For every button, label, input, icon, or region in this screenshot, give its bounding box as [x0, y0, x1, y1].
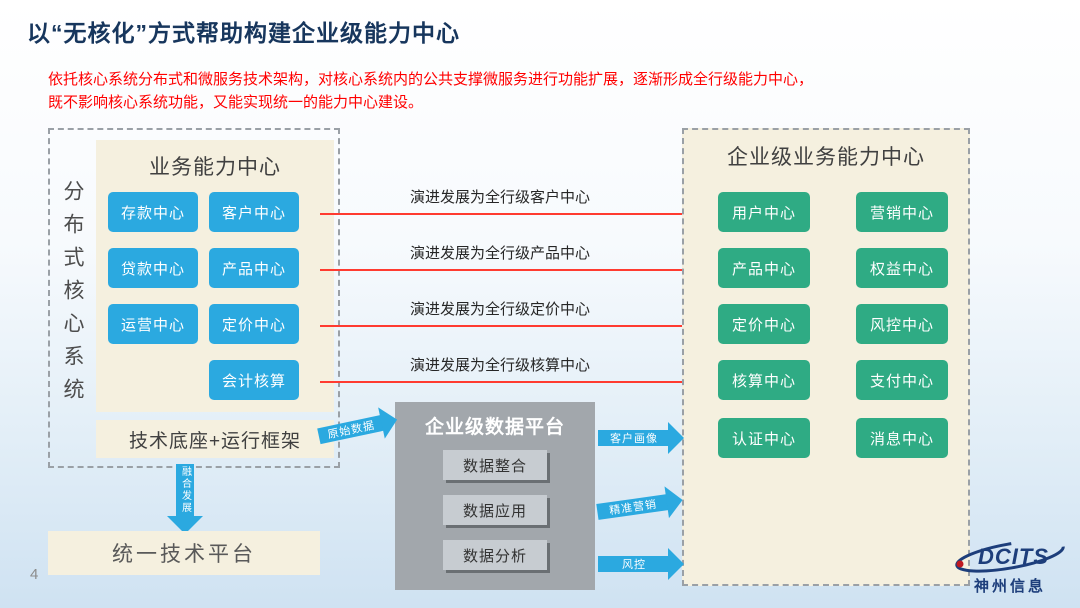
enterprise-rights-center: 权益中心 — [856, 248, 948, 288]
page-title: 以“无核化”方式帮助构建企业级能力中心 — [27, 20, 460, 46]
evolution-arrow-accounting — [320, 377, 712, 387]
logo-brand-row: DCITS — [948, 538, 1072, 574]
enterprise-marketing-center: 营销中心 — [856, 192, 948, 232]
enterprise-user-center: 用户中心 — [718, 192, 810, 232]
capability-pricing-center: 定价中心 — [209, 304, 299, 344]
subtitle-line-1: 依托核心系统分布式和微服务技术架构，对核心系统内的公共支撑微服务进行功能扩展，逐… — [48, 71, 814, 88]
tech-base-bar: 技术底座+运行框架 — [96, 420, 334, 458]
distributed-core-label: 分布式核心系统 — [61, 180, 84, 411]
subtitle-line-2: 既不影响核心系统功能，又能实现统一的能力中心建设。 — [48, 94, 424, 111]
arrow-head-icon — [167, 516, 203, 534]
unified-tech-platform: 统一技术平台 — [48, 531, 320, 575]
page-number: 4 — [30, 566, 39, 583]
output-arrow-risk-control: 风控 — [598, 548, 684, 580]
capability-loan-center: 贷款中心 — [108, 248, 198, 288]
evolution-label-customer: 演进发展为全行级客户中心 — [409, 189, 590, 206]
arrow-line — [320, 325, 705, 327]
capability-product-center: 产品中心 — [209, 248, 299, 288]
evolution-label-product: 演进发展为全行级产品中心 — [409, 245, 590, 262]
fusion-down-arrow: 融合发展 — [167, 464, 203, 534]
enterprise-message-center: 消息中心 — [856, 418, 948, 458]
evolution-arrow-customer — [320, 209, 712, 219]
enterprise-pricing-center: 定价中心 — [718, 304, 810, 344]
enterprise-risk-center: 风控中心 — [856, 304, 948, 344]
capability-operation-center: 运营中心 — [108, 304, 198, 344]
output-arrow-customer-portrait: 客户画像 — [598, 422, 684, 454]
subtitle: 依托核心系统分布式和微服务技术架构，对核心系统内的公共支撑微服务进行功能扩展，逐… — [48, 68, 813, 114]
arrow-head-icon — [668, 548, 684, 580]
output-arrow-label: 精准营销 — [596, 494, 670, 520]
enterprise-auth-center: 认证中心 — [718, 418, 810, 458]
capability-customer-center: 客户中心 — [209, 192, 299, 232]
arrow-line — [320, 213, 705, 215]
data-platform-item-analysis: 数据分析 — [443, 540, 547, 570]
data-platform-title: 企业级数据平台 — [424, 417, 565, 438]
evolution-arrow-pricing — [320, 321, 712, 331]
arrow-head-icon — [668, 422, 684, 454]
distributed-core-dashed-box — [48, 128, 340, 468]
enterprise-product-center: 产品中心 — [718, 248, 810, 288]
logo-swoosh-icon — [955, 539, 1065, 573]
evolution-arrow-product — [320, 265, 712, 275]
output-arrow-precision-marketing: 精准营销 — [595, 484, 685, 528]
arrow-line — [320, 381, 705, 383]
capability-accounting: 会计核算 — [209, 360, 299, 400]
enterprise-payment-center: 支付中心 — [856, 360, 948, 400]
output-arrow-label: 客户画像 — [598, 430, 670, 446]
raw-data-arrow-label: 原始数据 — [317, 414, 386, 445]
arrow-line — [320, 269, 705, 271]
logo-brand-text: DCITS — [978, 544, 1049, 569]
fusion-arrow-body: 融合发展 — [176, 464, 194, 516]
data-platform-item-application: 数据应用 — [443, 495, 547, 525]
capability-deposit-center: 存款中心 — [108, 192, 198, 232]
logo-company-text: 神州信息 — [973, 578, 1046, 595]
data-platform-panel: 企业级数据平台 数据整合 数据应用 数据分析 — [395, 402, 595, 590]
output-arrow-label: 风控 — [598, 556, 670, 572]
evolution-label-accounting: 演进发展为全行级核算中心 — [409, 357, 590, 374]
business-capability-title: 业务能力中心 — [149, 156, 281, 179]
dcits-logo: DCITS 神州信息 — [948, 538, 1072, 596]
evolution-label-pricing: 演进发展为全行级定价中心 — [409, 301, 590, 318]
fusion-arrow-label: 融合发展 — [179, 466, 191, 514]
data-platform-item-integration: 数据整合 — [443, 450, 547, 480]
enterprise-capability-title: 企业级业务能力中心 — [727, 146, 925, 169]
enterprise-accounting-center: 核算中心 — [718, 360, 810, 400]
